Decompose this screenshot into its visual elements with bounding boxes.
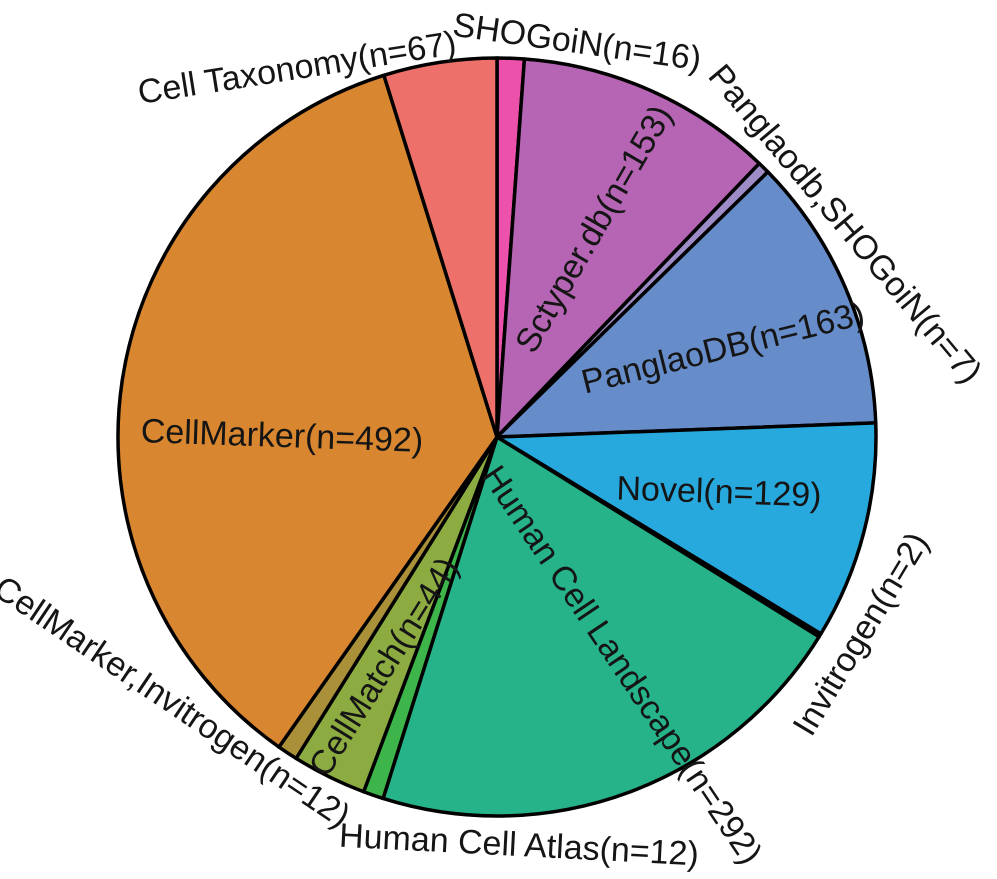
pie-slice-panglaodb [495,170,878,439]
pie-label-novel: Novel(n=129) [616,469,822,514]
pie-slice-cell-taxonomy [382,56,499,439]
pie-label-human-cell-atlas: Human Cell Atlas(n=12) [338,817,700,874]
pie-slice-sctyper-db [495,57,762,439]
pie-slice-cellmarker [116,73,499,749]
pie-slice-human-cell-landscape [381,435,821,818]
pie-slice-novel [495,421,878,636]
